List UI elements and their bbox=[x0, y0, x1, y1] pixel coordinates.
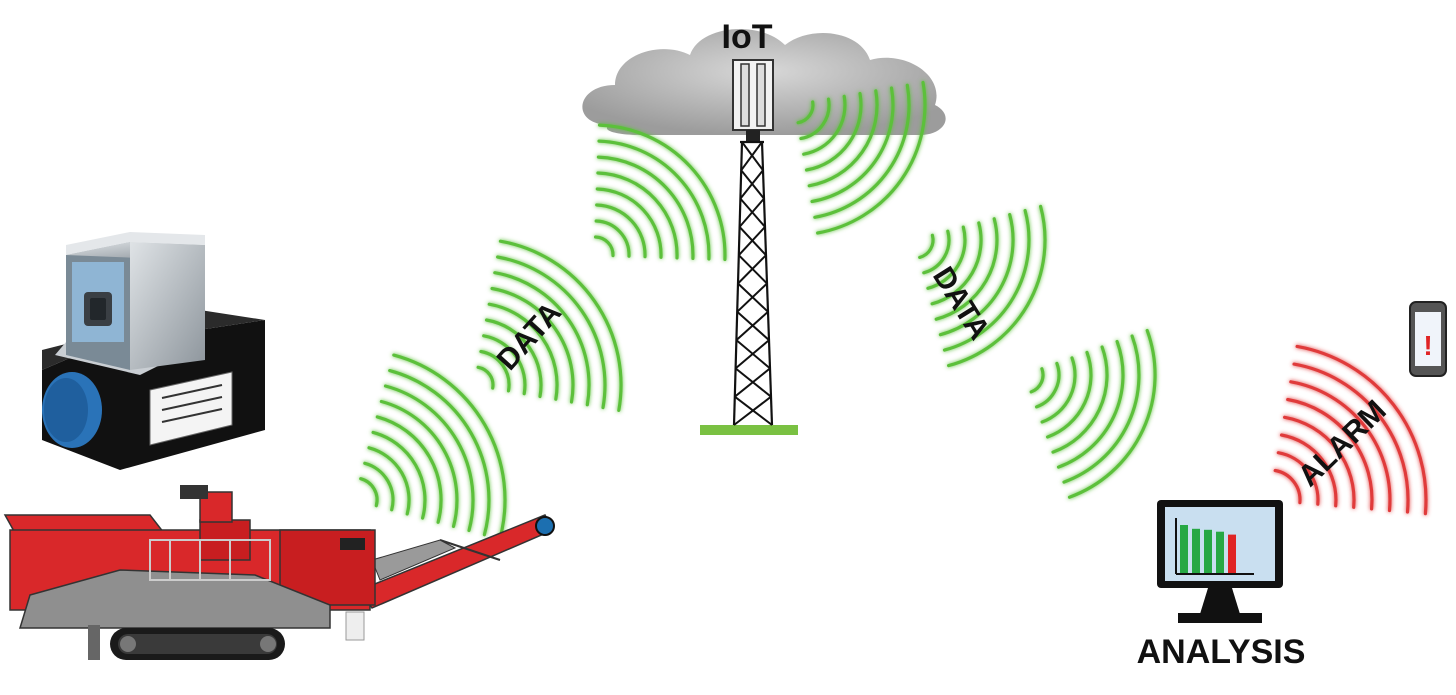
alarm-wave-arc bbox=[1279, 433, 1338, 508]
alarm-wave-arc bbox=[1289, 380, 1392, 513]
data-wave-arc bbox=[490, 286, 575, 404]
data-wave-arc bbox=[816, 80, 927, 235]
data-wave-arc bbox=[596, 171, 679, 260]
smartphone-alert-icon: ! bbox=[1409, 301, 1447, 377]
data-wave-arc bbox=[498, 239, 623, 412]
data-wave-arc bbox=[813, 83, 911, 219]
sensor-device-icon bbox=[42, 232, 265, 470]
tower-ground bbox=[700, 425, 798, 435]
data-wave-arc bbox=[597, 139, 711, 261]
mobile-crusher-machine-icon bbox=[3, 485, 555, 660]
data-wave-arc bbox=[934, 217, 999, 321]
chart-bar bbox=[1204, 529, 1212, 573]
tower-brace bbox=[734, 339, 770, 370]
data-wave-arc bbox=[379, 399, 459, 528]
data-wave-arc bbox=[595, 187, 663, 259]
data-wave-arc bbox=[1056, 339, 1125, 469]
data-wave-arc bbox=[597, 123, 727, 262]
iot-label: IoT bbox=[722, 18, 773, 56]
data-wave-arc bbox=[1035, 361, 1061, 409]
data-wave-arc bbox=[1040, 356, 1077, 424]
tower-brace bbox=[733, 395, 772, 426]
data-wave-arc bbox=[938, 213, 1015, 337]
chart-bar bbox=[1192, 528, 1200, 573]
tower-brace bbox=[737, 254, 767, 285]
tower-brace bbox=[738, 226, 766, 256]
data-waves-left bbox=[359, 123, 727, 541]
data-waves-right bbox=[796, 80, 1157, 499]
tower-brace bbox=[735, 311, 769, 341]
tower-brace bbox=[734, 367, 771, 398]
data-wave-arc bbox=[810, 86, 895, 204]
data-wave-arc bbox=[476, 365, 495, 390]
data-wave-arc bbox=[804, 91, 863, 172]
alarm-waves bbox=[1273, 344, 1428, 516]
tower-brace bbox=[736, 282, 768, 313]
data-wave-arc bbox=[802, 94, 847, 156]
alarm-wave-arc bbox=[1295, 344, 1428, 516]
data-wave-arc bbox=[388, 369, 491, 537]
chart-bar bbox=[1216, 531, 1224, 573]
data-wave-arc bbox=[484, 318, 543, 399]
data-wave-arc bbox=[799, 97, 831, 141]
alarm-wave-arc bbox=[1286, 397, 1374, 511]
chart-bar bbox=[1180, 525, 1188, 573]
data-wave-arc bbox=[1067, 328, 1157, 499]
alarm-wave-arc bbox=[1283, 415, 1356, 509]
data-wave-arc bbox=[383, 384, 475, 533]
data-wave-arc bbox=[595, 203, 647, 259]
data-wave-arc bbox=[942, 208, 1031, 352]
data-wave-arc bbox=[392, 353, 507, 541]
antenna-icon bbox=[732, 59, 774, 142]
chart-bar bbox=[1228, 534, 1236, 573]
analysis-label: ANALYSIS bbox=[1137, 633, 1306, 671]
tower-brace bbox=[739, 169, 764, 200]
data-wave-arc bbox=[363, 461, 395, 512]
alert-mark: ! bbox=[1423, 330, 1432, 361]
alarm-wave-arc bbox=[1276, 451, 1320, 506]
data-wave-arc bbox=[926, 225, 967, 290]
tower-bracing bbox=[733, 141, 773, 426]
data-wave-arc bbox=[594, 235, 615, 258]
data-wave-arc bbox=[930, 221, 983, 306]
data-wave-arc bbox=[922, 229, 951, 275]
data-wave-arc bbox=[1046, 350, 1093, 439]
data-wave-arc bbox=[371, 430, 427, 520]
data-wave-arc bbox=[594, 219, 631, 258]
data-wave-arc bbox=[796, 100, 815, 125]
data-wave-arc bbox=[1051, 345, 1109, 454]
data-wave-arc bbox=[596, 155, 695, 260]
analysis-monitor-icon bbox=[1157, 500, 1283, 623]
data-wave-arc bbox=[367, 446, 411, 516]
data-wave-arc bbox=[947, 204, 1047, 368]
data-wave-arc bbox=[375, 415, 443, 524]
tower-brace bbox=[738, 197, 765, 228]
data-wave-arc bbox=[1062, 334, 1141, 484]
data-wave-arc bbox=[807, 89, 879, 188]
data-wave-arc bbox=[1029, 367, 1045, 394]
data-wave-arc bbox=[487, 302, 559, 401]
data-wave-arc bbox=[918, 233, 935, 259]
tower-brace bbox=[740, 141, 763, 171]
data-wave-arc bbox=[482, 334, 527, 396]
data-wave-arc bbox=[359, 477, 379, 508]
data-wave-arc bbox=[479, 349, 511, 393]
data-wave-arc bbox=[493, 271, 591, 407]
analysis-chart bbox=[1180, 525, 1236, 573]
alarm-wave-arc bbox=[1292, 362, 1410, 514]
alarm-wave-arc bbox=[1273, 468, 1302, 505]
data-wave-arc bbox=[496, 255, 607, 410]
